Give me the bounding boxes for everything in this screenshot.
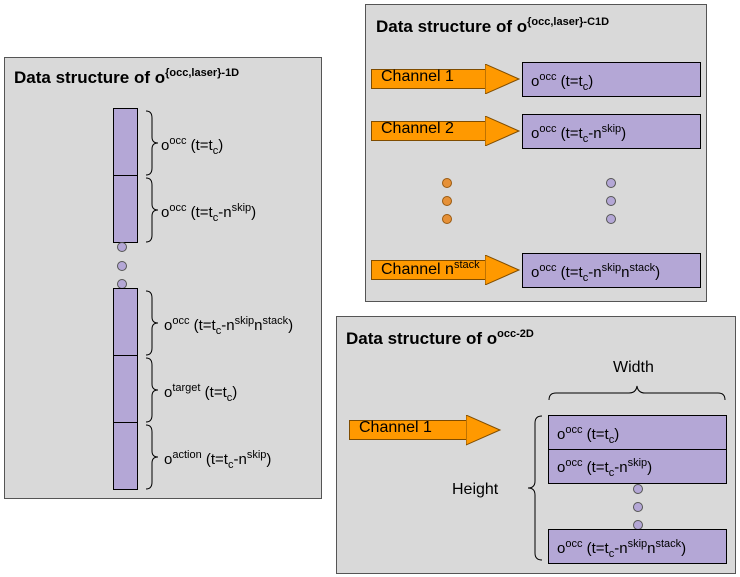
ellipsis-dot [442,196,452,206]
label-action: oaction (t=tc-nskip) [164,449,272,471]
brace-right [145,424,159,490]
brace-right [145,177,159,243]
width-brace [548,385,726,401]
brace-right [145,110,159,176]
brace-right [145,290,159,356]
height-brace [527,415,543,561]
ellipsis-dot [633,484,643,494]
panel-c1d-title: Data structure of o{occ,laser}-C1D [376,16,610,36]
ellipsis-dot [117,242,127,252]
ellipsis-dot [606,196,616,206]
panel-1d: Data structure of o{occ,laser}-1D oocc (… [4,57,322,499]
channel-box-2: oocc (t=tc-nskip) [522,114,701,149]
ellipsis-dot [442,214,452,224]
panel-c1d: Data structure of o{occ,laser}-C1D Chann… [365,4,707,302]
height-label: Height [452,481,499,498]
ellipsis-dot [442,178,452,188]
row-occ-stack: oocc (t=tc-nskipnstack) [548,529,727,564]
channel-box-1: oocc (t=tc) [522,62,701,97]
channel-label-2: Channel 2 [381,120,454,137]
channel-box-n: oocc (t=tc-nskipnstack) [522,253,701,288]
width-label: Width [613,359,654,376]
ellipsis-dot [633,502,643,512]
channel-arrow-2: Channel 2 [371,116,521,146]
ellipsis-dot [606,178,616,188]
cell-occ-stack [113,288,138,356]
channel-arrow-1: Channel 1 [371,64,521,94]
label-occ-stack: oocc (t=tc-nskipnstack) [164,315,294,337]
panel-1d-title: Data structure of o{occ,laser}-1D [14,67,240,87]
channel-label-2d: Channel 1 [359,419,432,436]
brace-right [145,357,159,423]
label-occ-current: oocc (t=tc) [161,135,224,157]
ellipsis-dot [117,261,127,271]
channel-label-1: Channel 1 [381,68,454,85]
ellipsis-dot [606,214,616,224]
label-occ-skip: oocc (t=tc-nskip) [161,202,257,224]
channel-label-n: Channel nstack [381,259,480,278]
cell-occ-current [113,108,138,176]
panel-2d: Data structure of oocc-2D Width Height C… [336,316,736,574]
row-occ-current: oocc (t=tc) [548,415,727,450]
label-target: otarget (t=tc) [164,382,238,404]
panel-2d-title: Data structure of oocc-2D [346,328,534,348]
row-occ-skip: oocc (t=tc-nskip) [548,449,727,484]
cell-action [113,422,138,490]
cell-target [113,355,138,423]
channel-arrow-n: Channel nstack [371,255,521,285]
cell-occ-skip [113,175,138,243]
channel-arrow-2d: Channel 1 [349,415,502,446]
